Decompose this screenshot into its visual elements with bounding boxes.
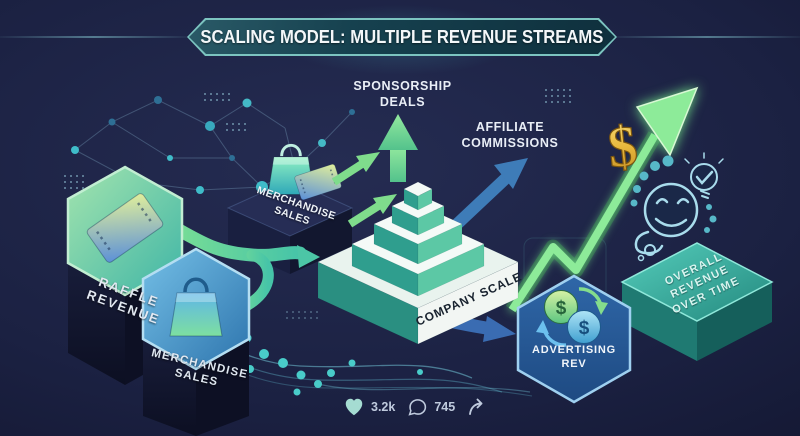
merchandise-prism bbox=[143, 339, 249, 436]
company-pyramid bbox=[317, 181, 519, 345]
gold-dollar-icon: $ bbox=[605, 113, 641, 181]
currency-exchange-icon: $ $ bbox=[536, 287, 608, 347]
heart-icon[interactable] bbox=[343, 396, 365, 418]
thinking-face-icon bbox=[634, 182, 699, 262]
page-title: SCALING MODEL: MULTIPLE REVENUE STREAMS bbox=[200, 26, 604, 47]
advertising-hexagon: $ $ bbox=[516, 274, 632, 404]
ticket-icon bbox=[86, 193, 164, 263]
coin-dollar-blue: $ bbox=[579, 318, 590, 339]
shopping-bag-icon bbox=[169, 277, 223, 337]
banner-line-right bbox=[614, 36, 800, 38]
orbit-dots-decoration bbox=[630, 155, 717, 233]
banner-line-left bbox=[0, 36, 188, 38]
overall-platform bbox=[620, 242, 774, 361]
lightbulb-check-icon bbox=[684, 152, 724, 199]
growth-zigzag-arrow bbox=[505, 86, 699, 315]
dot-grid-decoration bbox=[64, 89, 571, 319]
title-banner: SCALING MODEL: MULTIPLE REVENUE STREAMS bbox=[187, 18, 617, 56]
likes-count: 3.2k bbox=[371, 400, 396, 414]
engagement-bar: 3.2k 745 bbox=[343, 396, 491, 418]
sponsorship-deals-label: SPONSORSHIP DEALS bbox=[353, 79, 452, 109]
coin-green bbox=[544, 290, 578, 324]
coin-blue bbox=[567, 310, 601, 344]
affiliate-commissions-label: AFFILIATE COMMISSIONS bbox=[461, 120, 559, 150]
growth-arrows-small bbox=[331, 152, 397, 228]
raffle-hexagon bbox=[66, 165, 184, 297]
share-icon[interactable] bbox=[467, 396, 491, 418]
sponsorship-up-arrow bbox=[378, 114, 418, 182]
advertising-rev-label: ADVERTISING REV bbox=[532, 344, 616, 370]
merchandise-hexagon-left bbox=[141, 247, 251, 371]
title-banner-inner: SCALING MODEL: MULTIPLE REVENUE STREAMS bbox=[189, 20, 615, 54]
comment-icon[interactable] bbox=[407, 397, 428, 418]
coin-dollar-green: $ bbox=[556, 298, 567, 319]
comments-count: 745 bbox=[434, 400, 456, 414]
